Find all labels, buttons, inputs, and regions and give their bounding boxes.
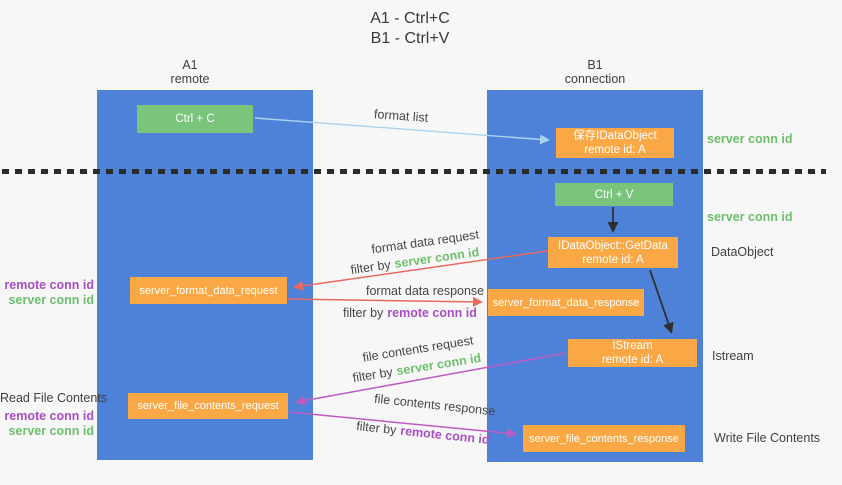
getdata-line1: IDataObject::GetData	[558, 239, 668, 252]
save-dataobject-line2: remote id: A	[584, 144, 646, 156]
save-dataobject-line1: 保存IDataObject	[573, 130, 657, 142]
server-file-contents-response-node: server_file_contents_response	[523, 425, 685, 452]
server-format-data-request-label: server_format_data_request	[139, 284, 278, 297]
getdata-line2: remote id: A	[582, 253, 644, 266]
left-remote-conn-id-bottom: remote conn id	[4, 409, 94, 423]
right-dataobject-label: DataObject	[711, 245, 774, 259]
istream-line1: IStream	[612, 340, 653, 352]
remote-conn-id-text: remote conn id	[387, 306, 477, 320]
ctrl-v-node: Ctrl + V	[555, 183, 673, 206]
server-format-data-request-node: server_format_data_request	[130, 277, 287, 304]
server-file-contents-response-label: server_file_contents_response	[529, 432, 679, 445]
lifeline-b1-role: connection	[564, 72, 626, 86]
filter-by-text: filter by	[351, 364, 394, 386]
save-dataobject-node: 保存IDataObject remote id: A	[556, 128, 674, 158]
ctrl-c-label: Ctrl + C	[175, 113, 215, 125]
title-line-2: B1 - Ctrl+V	[370, 30, 450, 47]
format-data-response-arrow	[287, 296, 483, 307]
server-file-contents-request-label: server_file_contents_request	[137, 400, 279, 412]
right-server-conn-id-top: server conn id	[707, 132, 793, 146]
lifeline-a1-role: remote	[170, 72, 210, 86]
format-data-response-label: format data response	[366, 284, 485, 298]
filter-by-text: filter by	[343, 306, 384, 320]
format-list-label: format list	[373, 107, 429, 125]
ctrl-v-label: Ctrl + V	[594, 188, 634, 201]
session-separator-line	[2, 169, 826, 174]
lifeline-a1-id: A1	[182, 58, 198, 72]
ctrl-c-node: Ctrl + C	[137, 105, 253, 133]
right-server-conn-id-mid: server conn id	[707, 210, 793, 224]
left-server-conn-id-bottom: server conn id	[8, 424, 94, 438]
remote-conn-id-text: remote conn id	[399, 423, 491, 447]
left-read-file-contents-label: Read File Contents	[0, 391, 108, 405]
left-remote-conn-id-top: remote conn id	[4, 278, 94, 292]
filter-by-text: filter by	[355, 419, 398, 438]
left-label-stack-bottom: Read File Contents remote conn id server…	[0, 391, 108, 439]
server-format-data-response-label: server_format_data_response	[492, 296, 640, 309]
lifeline-header-a1: A1 remote	[130, 58, 250, 86]
diagram-title: A1 - Ctrl+C B1 - Ctrl+V	[300, 9, 520, 49]
filter-by-text: filter by	[349, 257, 392, 277]
right-istream-label: Istream	[712, 349, 754, 363]
right-write-file-contents-label: Write File Contents	[714, 431, 821, 445]
left-conn-id-stack-top: remote conn id server conn id	[0, 278, 94, 308]
lifeline-b1-id: B1	[587, 58, 603, 72]
lifeline-header-b1: B1 connection	[535, 58, 655, 86]
left-server-conn-id-top: server conn id	[8, 293, 94, 307]
istream-line2: remote id: A	[601, 354, 664, 366]
server-format-data-response-node: server_format_data_response	[488, 289, 644, 316]
file-contents-response-label: file contents response	[373, 391, 497, 419]
istream-node: IStream remote id: A	[568, 339, 697, 367]
server-file-contents-request-node: server_file_contents_request	[128, 393, 288, 419]
title-line-1: A1 - Ctrl+C	[370, 10, 450, 27]
getdata-node: IDataObject::GetData remote id: A	[548, 237, 678, 268]
